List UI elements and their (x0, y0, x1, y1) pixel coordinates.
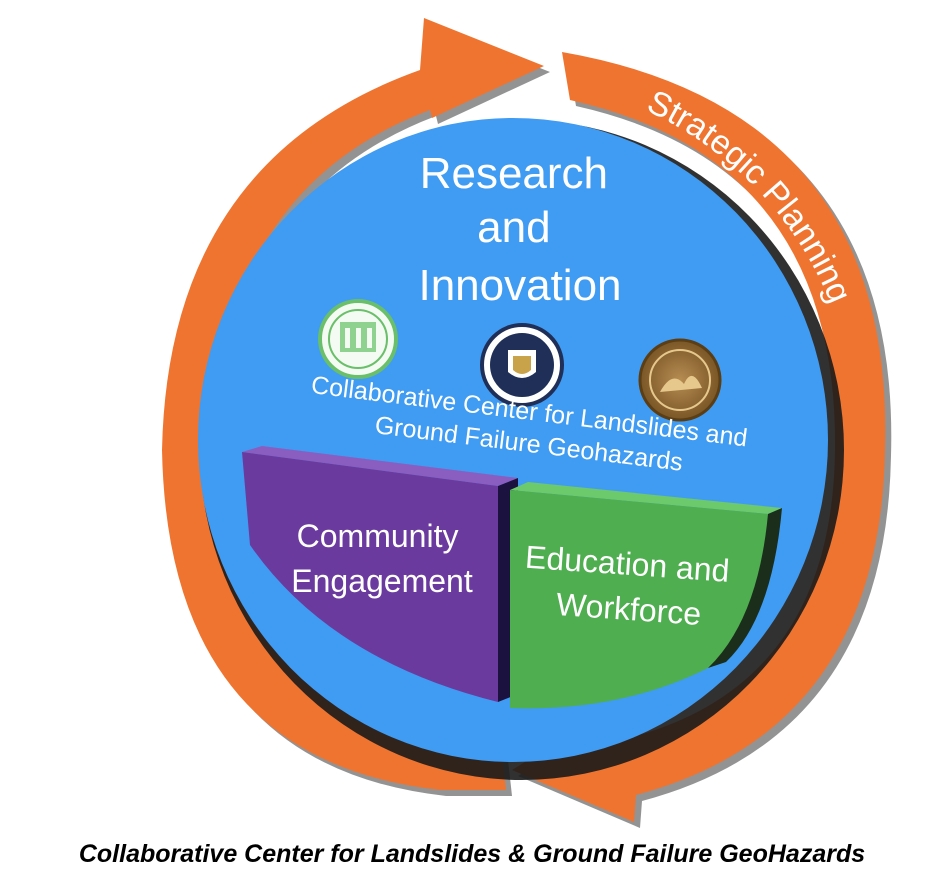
university-seal-green-icon (318, 299, 398, 379)
university-seal-navy-icon (480, 323, 564, 407)
center-diagram: Assessment Strategic Planning Research a… (162, 18, 892, 828)
center-title: Research and Innovation (418, 149, 621, 310)
state-seal-gold-icon (638, 338, 722, 422)
center-title-line-1: Research (420, 149, 608, 198)
figure-caption: Collaborative Center for Landslides & Gr… (78, 840, 866, 868)
center-title-line-2: and (477, 203, 550, 252)
center-title-line-3: Innovation (418, 261, 621, 310)
community-engagement-label: Community Engagement (291, 518, 473, 599)
education-workforce-block: Education and Workforce (510, 482, 782, 709)
